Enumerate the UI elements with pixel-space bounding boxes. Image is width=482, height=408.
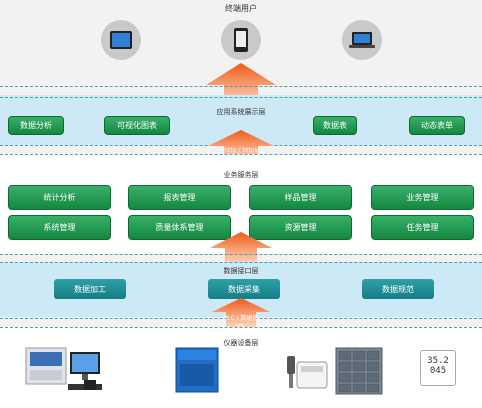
analyzer-cabinet-icon: [175, 347, 219, 393]
up-arrow-plc: [212, 298, 270, 328]
biz-box-sample: 样品管理: [249, 185, 352, 210]
dash-line: [0, 86, 482, 87]
biz-box-quality: 质量体系管理: [128, 215, 231, 240]
sensor-reading-2: 045: [429, 366, 447, 376]
app-box-data-table: 数据表: [313, 116, 357, 135]
http-arrow-label: http / https: [224, 147, 258, 154]
up-arrow-top: [206, 63, 276, 105]
terminal-title: 终端用户: [225, 4, 257, 13]
dash-line: [0, 327, 482, 328]
temperature-sensor-icon: 35.2 045: [420, 350, 456, 386]
biz-box-system: 系统管理: [8, 215, 111, 240]
storage-locker-icon: [335, 347, 383, 395]
up-arrow-interface: [210, 232, 272, 264]
dash-line: [0, 262, 482, 263]
dash-line: [0, 254, 482, 255]
label-printer-icon: [287, 356, 328, 389]
sensor-reading-1: 35.2: [427, 356, 449, 366]
tablet-icon: [101, 20, 141, 60]
business-layer-title: 业务服务层: [223, 171, 259, 179]
dash-line: [0, 154, 482, 155]
app-box-dynamic-form: 动态表单: [409, 116, 465, 135]
app-box-visual-charts: 可视化图表: [104, 116, 170, 135]
interface-box-processing: 数据加工: [54, 279, 126, 299]
interface-layer-title: 数据接口层: [223, 267, 259, 275]
phone-icon: [221, 20, 261, 60]
app-layer-title: 应用系统展示层: [216, 108, 266, 116]
interface-box-collection: 数据采集: [208, 279, 280, 299]
biz-box-business: 业务管理: [371, 185, 474, 210]
laptop-icon: [342, 20, 382, 60]
up-arrow-http: [208, 130, 274, 160]
biz-box-report: 报表管理: [128, 185, 231, 210]
interface-box-standard: 数据规范: [362, 279, 434, 299]
device-layer-title: 仪器设备层: [223, 339, 259, 347]
biz-box-resource: 资源管理: [249, 215, 352, 240]
workstation-instrument-icon: [25, 347, 102, 390]
app-box-data-analysis: 数据分析: [8, 116, 64, 135]
dash-line: [0, 97, 482, 98]
biz-box-task: 任务管理: [371, 215, 474, 240]
biz-box-statistics: 统计分析: [8, 185, 111, 210]
